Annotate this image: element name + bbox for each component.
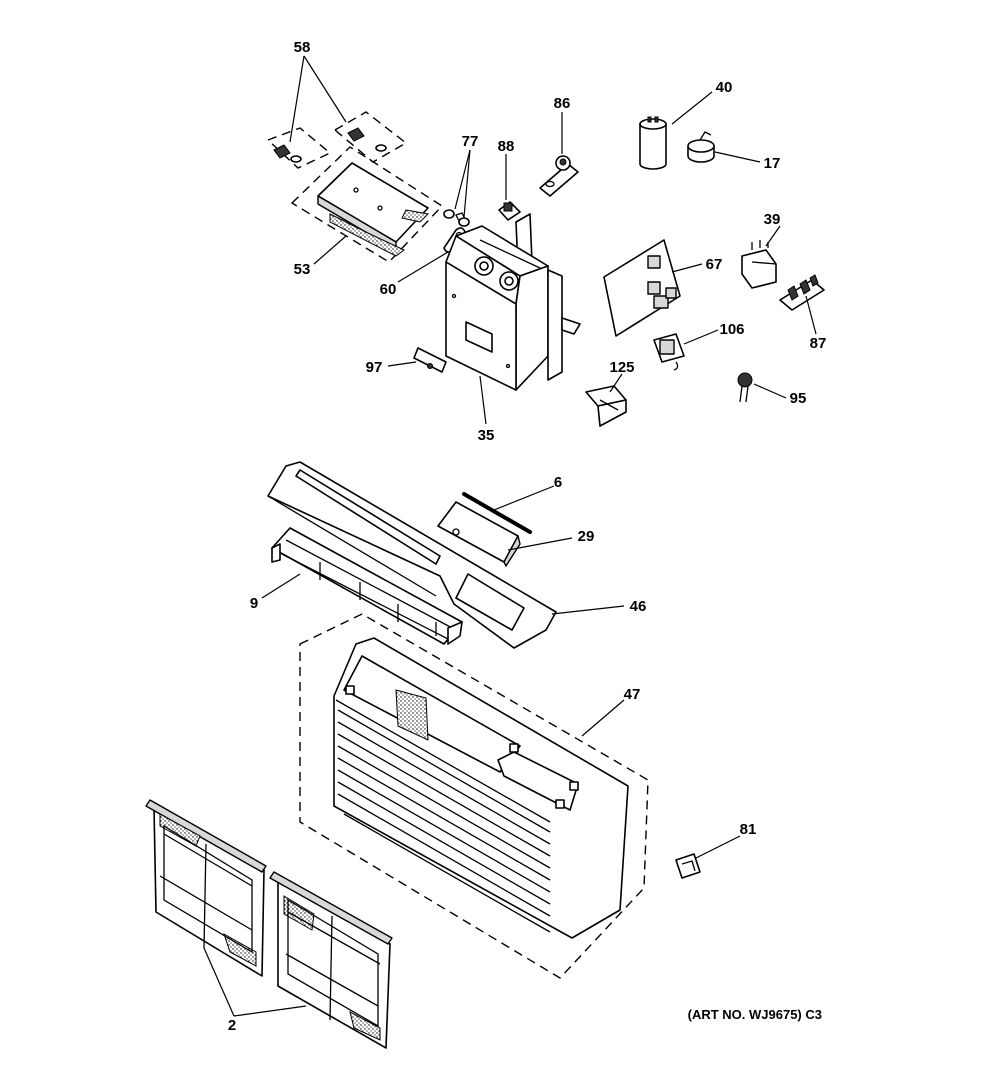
callout-58: 58 [294,39,311,56]
part-17-strap [687,131,715,163]
part-2-filter-right [269,871,393,1049]
part-88-terminal [498,201,521,221]
callout-77: 77 [462,133,479,150]
callout-40: 40 [716,79,733,96]
part-9-louver-assembly [271,527,463,645]
part-95-thermistor [737,372,753,403]
part-106-transformer [653,333,685,371]
part-29-cover-plate [437,501,521,567]
part-77-screws [443,209,470,227]
callout-6: 6 [554,474,562,491]
art-number: (ART NO. WJ9675) C3 [688,1007,822,1022]
part-87-terminal-block [779,274,825,311]
callout-67: 67 [706,256,723,273]
callout-46: 46 [630,598,647,615]
callout-87: 87 [810,335,827,352]
part-2-filter-left [145,799,267,977]
part-125-bracket [585,385,627,427]
callout-88: 88 [498,138,515,155]
callout-39: 39 [764,211,781,228]
part-35-control-box [445,213,581,391]
part-40-capacitor [639,116,667,170]
callout-81: 81 [740,821,757,838]
part-6-rod [462,492,532,534]
callout-35: 35 [478,427,495,444]
part-47-front-cabinet [299,613,649,979]
part-97-plate [413,347,447,373]
leader-lines [203,55,817,1017]
part-67-relay-board [603,239,681,337]
part-53-control-board [290,146,444,263]
callout-86: 86 [554,95,571,112]
callout-60: 60 [380,281,397,298]
callout-106: 106 [719,321,744,338]
callout-17: 17 [764,155,781,172]
callout-95: 95 [790,390,807,407]
part-46-top-frame [267,461,557,649]
callout-53: 53 [294,261,311,278]
part-39-relay [741,240,777,289]
callout-125: 125 [609,359,634,376]
callout-labels: 58 77 88 86 40 17 39 67 53 60 106 87 97 … [228,39,827,1034]
part-58-knobs [266,111,408,169]
part-81-clip [675,853,701,879]
callout-97: 97 [366,359,383,376]
callout-29: 29 [578,528,595,545]
callout-47: 47 [624,686,641,703]
part-86-thermostat [539,155,579,197]
callout-9: 9 [250,595,258,612]
callout-2: 2 [228,1017,236,1034]
